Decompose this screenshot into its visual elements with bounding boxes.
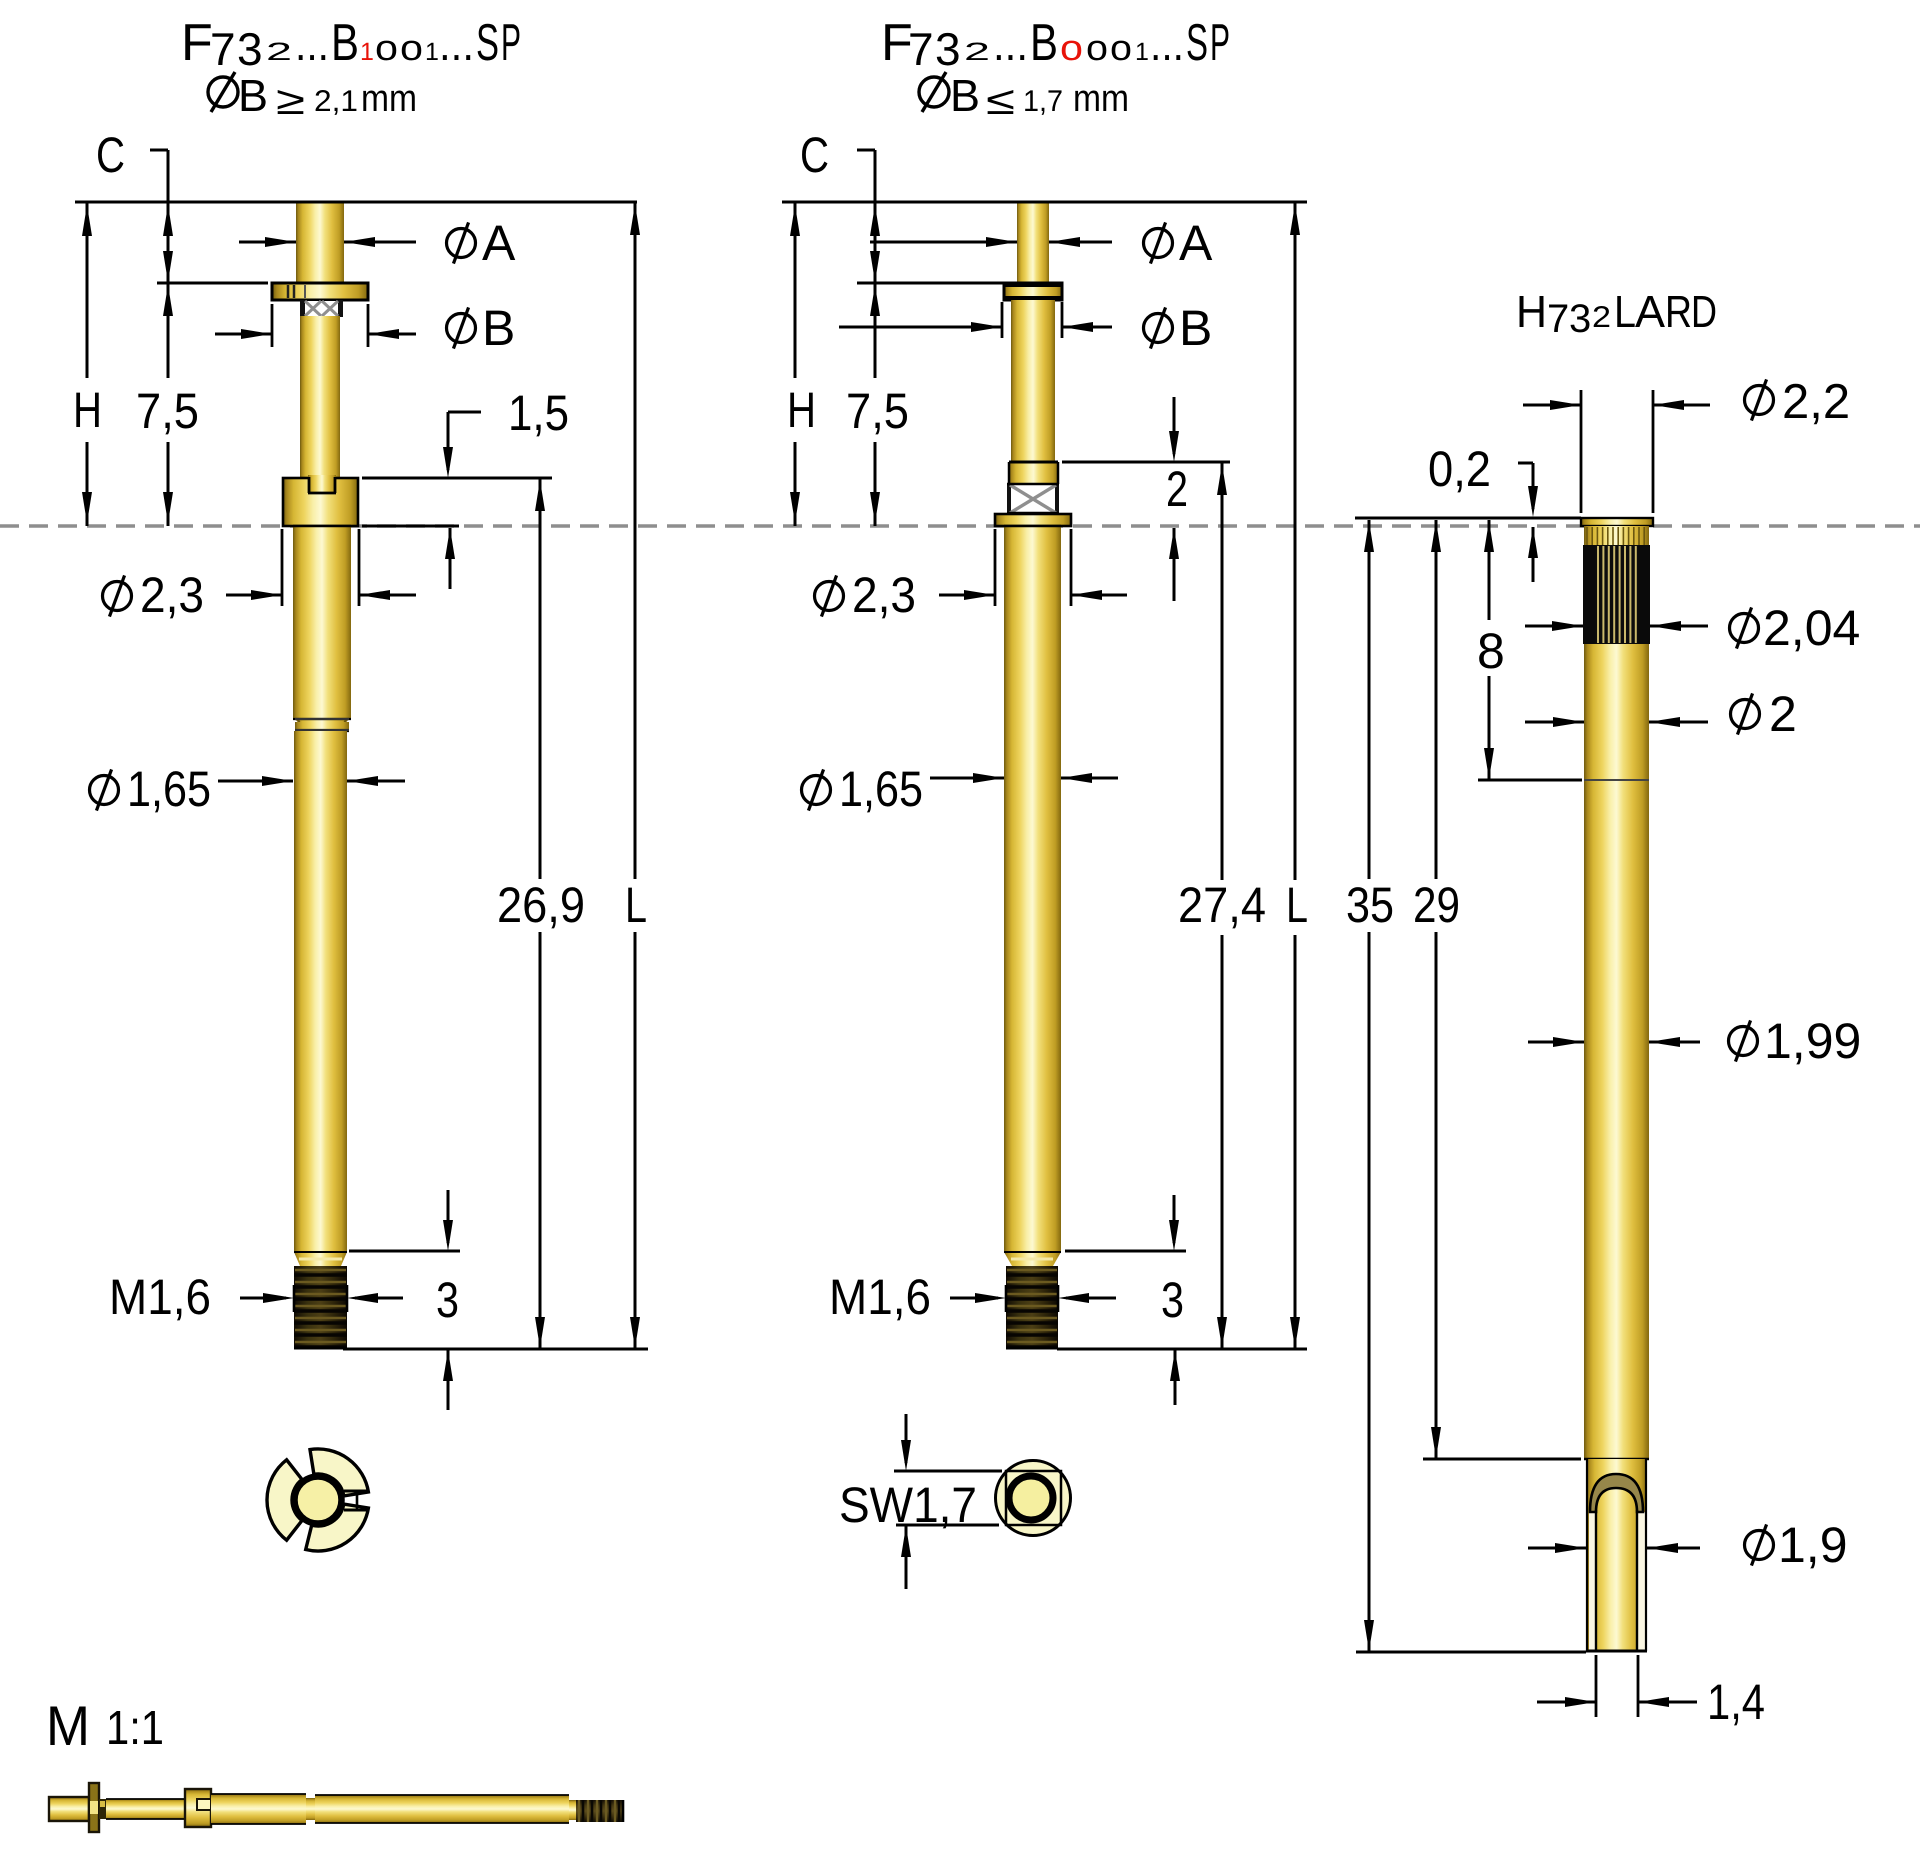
- svg-text:M1,6: M1,6: [109, 1269, 211, 1325]
- svg-text:P: P: [501, 14, 521, 72]
- svg-text:B: B: [950, 70, 980, 121]
- svg-text:1,4: 1,4: [1707, 1674, 1765, 1730]
- svg-text:o: o: [1110, 27, 1132, 68]
- svg-text:S: S: [1186, 14, 1208, 72]
- svg-text:≥: ≥: [276, 79, 305, 123]
- svg-text:D: D: [1691, 286, 1717, 337]
- svg-text:2: 2: [1166, 461, 1188, 517]
- svg-text:o: o: [1060, 27, 1083, 68]
- svg-text:7,5: 7,5: [846, 383, 909, 439]
- svg-text:C: C: [800, 127, 829, 183]
- svg-text:B: B: [1030, 14, 1058, 72]
- svg-text:F: F: [181, 14, 213, 72]
- svg-text:35: 35: [1346, 877, 1394, 933]
- svg-text:1,65: 1,65: [839, 761, 923, 817]
- svg-text:2,04: 2,04: [1763, 600, 1860, 656]
- svg-text:mm: mm: [1073, 78, 1129, 120]
- svg-text:A: A: [482, 215, 516, 271]
- svg-text:B: B: [238, 70, 268, 121]
- svg-text:1,9: 1,9: [1778, 1517, 1848, 1573]
- svg-text:M: M: [46, 1694, 90, 1757]
- svg-text:...: ...: [295, 18, 329, 70]
- svg-text:A: A: [1635, 286, 1665, 337]
- svg-text:1,7: 1,7: [1023, 85, 1063, 118]
- svg-text:mm: mm: [361, 78, 417, 120]
- svg-text:2: 2: [964, 38, 990, 66]
- svg-text:R: R: [1665, 286, 1692, 337]
- svg-text:...: ...: [1150, 18, 1184, 70]
- svg-text:1,99: 1,99: [1764, 1013, 1861, 1069]
- svg-text:1,65: 1,65: [127, 761, 211, 817]
- svg-text:H: H: [73, 382, 102, 438]
- svg-text:P: P: [1210, 14, 1230, 72]
- svg-text:...: ...: [993, 18, 1028, 70]
- svg-text:8: 8: [1477, 623, 1505, 679]
- svg-text:o: o: [1086, 27, 1108, 68]
- svg-text:...: ...: [439, 18, 474, 70]
- svg-text:H: H: [787, 382, 816, 438]
- svg-text:7: 7: [908, 23, 934, 75]
- svg-text:o: o: [400, 27, 423, 68]
- svg-text:L: L: [1286, 877, 1308, 933]
- svg-text:2: 2: [1592, 301, 1611, 334]
- svg-text:C: C: [96, 127, 125, 183]
- svg-text:7: 7: [210, 23, 236, 75]
- svg-text:27,4: 27,4: [1178, 877, 1266, 933]
- svg-text:3: 3: [237, 23, 263, 75]
- svg-text:2: 2: [266, 38, 292, 66]
- svg-text:≤: ≤: [986, 79, 1015, 123]
- svg-text:29: 29: [1413, 877, 1460, 933]
- svg-text:1: 1: [425, 38, 439, 66]
- svg-text:1,5: 1,5: [508, 385, 569, 441]
- svg-text:L: L: [1614, 286, 1636, 337]
- svg-text:SW1,7: SW1,7: [839, 1477, 977, 1533]
- svg-text:S: S: [476, 14, 499, 72]
- svg-text:B: B: [1179, 300, 1212, 356]
- svg-text:0,2: 0,2: [1428, 441, 1491, 497]
- svg-text:L: L: [625, 877, 647, 933]
- svg-text:H: H: [1516, 286, 1547, 337]
- svg-text:3: 3: [1161, 1272, 1184, 1328]
- svg-text:3: 3: [1569, 297, 1591, 341]
- svg-text:1: 1: [360, 38, 374, 66]
- svg-text:2,3: 2,3: [852, 567, 916, 623]
- svg-text:7,5: 7,5: [136, 383, 199, 439]
- svg-text:o: o: [375, 27, 398, 68]
- svg-text:3: 3: [935, 23, 961, 75]
- svg-text:B: B: [482, 300, 515, 356]
- svg-text:3: 3: [436, 1272, 459, 1328]
- svg-text:2,3: 2,3: [140, 567, 204, 623]
- svg-text:F: F: [881, 14, 913, 72]
- svg-text:1:1: 1:1: [106, 1702, 164, 1755]
- svg-text:A: A: [1179, 215, 1213, 271]
- svg-text:2,2: 2,2: [1782, 375, 1850, 429]
- svg-text:B: B: [331, 14, 359, 72]
- svg-text:1: 1: [1135, 38, 1149, 66]
- svg-text:M1,6: M1,6: [829, 1269, 931, 1325]
- svg-text:2: 2: [1769, 686, 1797, 742]
- svg-text:2,1: 2,1: [314, 85, 358, 118]
- svg-text:26,9: 26,9: [497, 877, 585, 933]
- svg-text:7: 7: [1547, 297, 1569, 341]
